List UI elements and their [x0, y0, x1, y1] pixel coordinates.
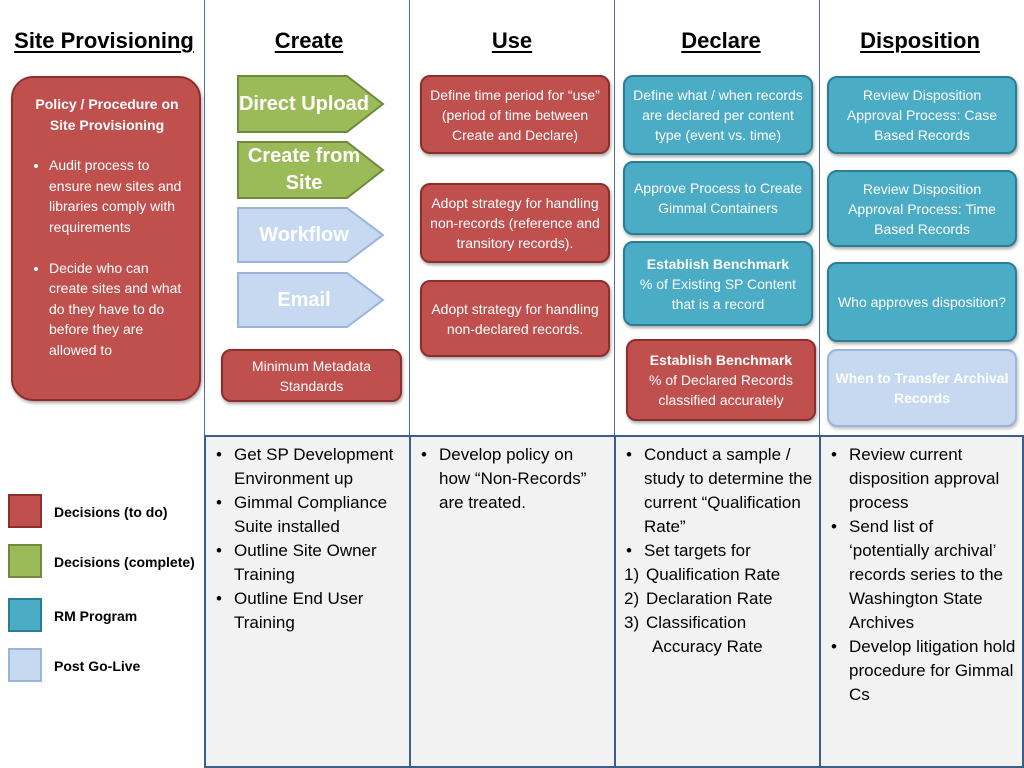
- column-divider: [409, 0, 410, 437]
- numbered-item: 1) Qualification Rate: [624, 563, 813, 587]
- column-title-create: Create: [274, 28, 344, 53]
- list-item: Gimmal Compliance Suite installed: [214, 491, 403, 539]
- legend-label: Decisions (to do): [54, 504, 168, 520]
- column-title-use: Use: [491, 28, 533, 53]
- minimum-metadata-text: Minimum Metadata Standards: [251, 357, 372, 394]
- arrow-label: Workflow: [259, 223, 349, 246]
- list-item: Review current disposition approval proc…: [829, 443, 1016, 515]
- list-item: Outline Site Owner Training: [214, 539, 403, 587]
- policy-box: Policy / Procedure on Site Provisioning …: [11, 76, 201, 401]
- legend-label: Post Go-Live: [54, 658, 141, 674]
- disposition-box-text: Who approves disposition?: [837, 294, 1007, 310]
- list-item: Send list of ‘potentially archival’ reco…: [829, 515, 1016, 635]
- disposition-box-case-based: Review Disposition Approval Process: Cas…: [827, 76, 1017, 154]
- column-title-disposition: Disposition: [860, 28, 980, 53]
- item-continuation: Accuracy Rate: [652, 637, 763, 656]
- legend-label: RM Program: [54, 608, 138, 624]
- declare-box-text: Approve Process to Create Gimmal Contain…: [633, 180, 803, 216]
- list-item: Conduct a sample / study to determine th…: [624, 443, 813, 539]
- legend-swatch-decisions-todo: [8, 494, 42, 528]
- arrow-shape-icon: [237, 272, 385, 328]
- item-number: 1): [624, 565, 640, 584]
- use-box-text: Adopt strategy for handling non-records …: [430, 195, 600, 251]
- benchmark-body: % of Existing SP Content that is a recor…: [639, 275, 797, 312]
- lower-panel-create: Get SP Development Environment up Gimmal…: [204, 435, 411, 768]
- disposition-box-text: Review Disposition Approval Process: Tim…: [848, 180, 996, 237]
- legend-swatch-decisions-complete: [8, 544, 42, 578]
- use-box-non-declared: Adopt strategy for handling non-declared…: [420, 280, 610, 357]
- arrow-label: Create from Site: [247, 145, 361, 194]
- use-box-text: Define time period for “use” (period of …: [430, 86, 600, 143]
- lower-panel-declare: Conduct a sample / study to determine th…: [614, 435, 821, 768]
- direct-upload-arrow: Direct Upload: [237, 75, 385, 133]
- benchmark-title: Establish Benchmark: [646, 255, 790, 272]
- declare-box-benchmark-existing: Establish Benchmark % of Existing SP Con…: [623, 241, 813, 326]
- use-box-time-period: Define time period for “use” (period of …: [420, 75, 610, 154]
- policy-heading: Policy / Procedure on Site Provisioning: [35, 96, 179, 133]
- list-item: Get SP Development Environment up: [214, 443, 403, 491]
- declare-box-content: Establish Benchmark % of Existing SP Con…: [631, 254, 805, 314]
- benchmark-title: Establish Benchmark: [649, 352, 793, 368]
- arrow-label: Email: [277, 288, 331, 311]
- arrow-shape-icon: [237, 141, 385, 199]
- declare-box-content: Establish Benchmark % of Declared Record…: [634, 350, 808, 410]
- use-box-non-records: Adopt strategy for handling non-records …: [420, 183, 610, 263]
- use-box-text: Adopt strategy for handling non-declared…: [431, 300, 599, 337]
- item-text: Declaration Rate: [646, 589, 773, 608]
- column-title-declare: Declare: [681, 28, 761, 53]
- lower-panel-disposition: Review current disposition approval proc…: [819, 435, 1024, 768]
- item-number: 2): [624, 589, 640, 608]
- disposition-box-transfer: When to Transfer Archival Records: [827, 349, 1017, 427]
- column-divider: [819, 0, 820, 437]
- policy-bullets: Audit process to ensure new sites and li…: [27, 155, 187, 360]
- policy-bullet: Audit process to ensure new sites and li…: [49, 155, 187, 237]
- item-text: Classification: [646, 613, 747, 632]
- item-text: Qualification Rate: [646, 565, 781, 584]
- disposition-box-text: Review Disposition Approval Process: Cas…: [846, 87, 998, 143]
- disposition-box-who-approves: Who approves disposition?: [827, 262, 1017, 342]
- disposition-box-text: When to Transfer Archival Records: [835, 370, 1009, 406]
- column-divider: [204, 0, 205, 437]
- numbered-item: 3) Classification: [624, 611, 813, 635]
- arrow-shape-icon: [237, 207, 385, 263]
- benchmark-body: % of Declared Records classified accurat…: [649, 372, 793, 408]
- disposition-box-time-based: Review Disposition Approval Process: Tim…: [827, 170, 1017, 247]
- policy-bullet: Decide who can create sites and what do …: [49, 258, 187, 361]
- email-arrow: Email: [237, 272, 385, 328]
- declare-box-text: Define what / when records are declared …: [633, 87, 803, 143]
- create-from-site-arrow: Create from Site: [237, 141, 385, 199]
- list-item: Outline End User Training: [214, 587, 403, 635]
- workflow-arrow: Workflow: [237, 207, 385, 263]
- column-divider: [614, 0, 615, 437]
- minimum-metadata-box: Minimum Metadata Standards: [221, 349, 402, 402]
- declare-box-approve: Approve Process to Create Gimmal Contain…: [623, 161, 813, 235]
- lower-panel-use: Develop policy on how “Non-Records” are …: [409, 435, 616, 768]
- list-item: Develop litigation hold procedure for Gi…: [829, 635, 1016, 707]
- arrow-label: Direct Upload: [238, 92, 370, 115]
- declare-box-benchmark-declared: Establish Benchmark % of Declared Record…: [626, 339, 816, 421]
- legend-swatch-rm-program: [8, 598, 42, 632]
- list-item: Set targets for: [624, 539, 813, 563]
- legend-label: Decisions (complete): [54, 554, 195, 570]
- arrow-shape-icon: [237, 75, 385, 133]
- legend-swatch-post-go-live: [8, 648, 42, 682]
- column-title-site-provisioning: Site Provisioning: [14, 28, 194, 53]
- numbered-item: 2) Declaration Rate: [624, 587, 813, 611]
- item-number: 3): [624, 613, 640, 632]
- declare-box-define: Define what / when records are declared …: [623, 75, 813, 155]
- list-item: Develop policy on how “Non-Records” are …: [419, 443, 608, 515]
